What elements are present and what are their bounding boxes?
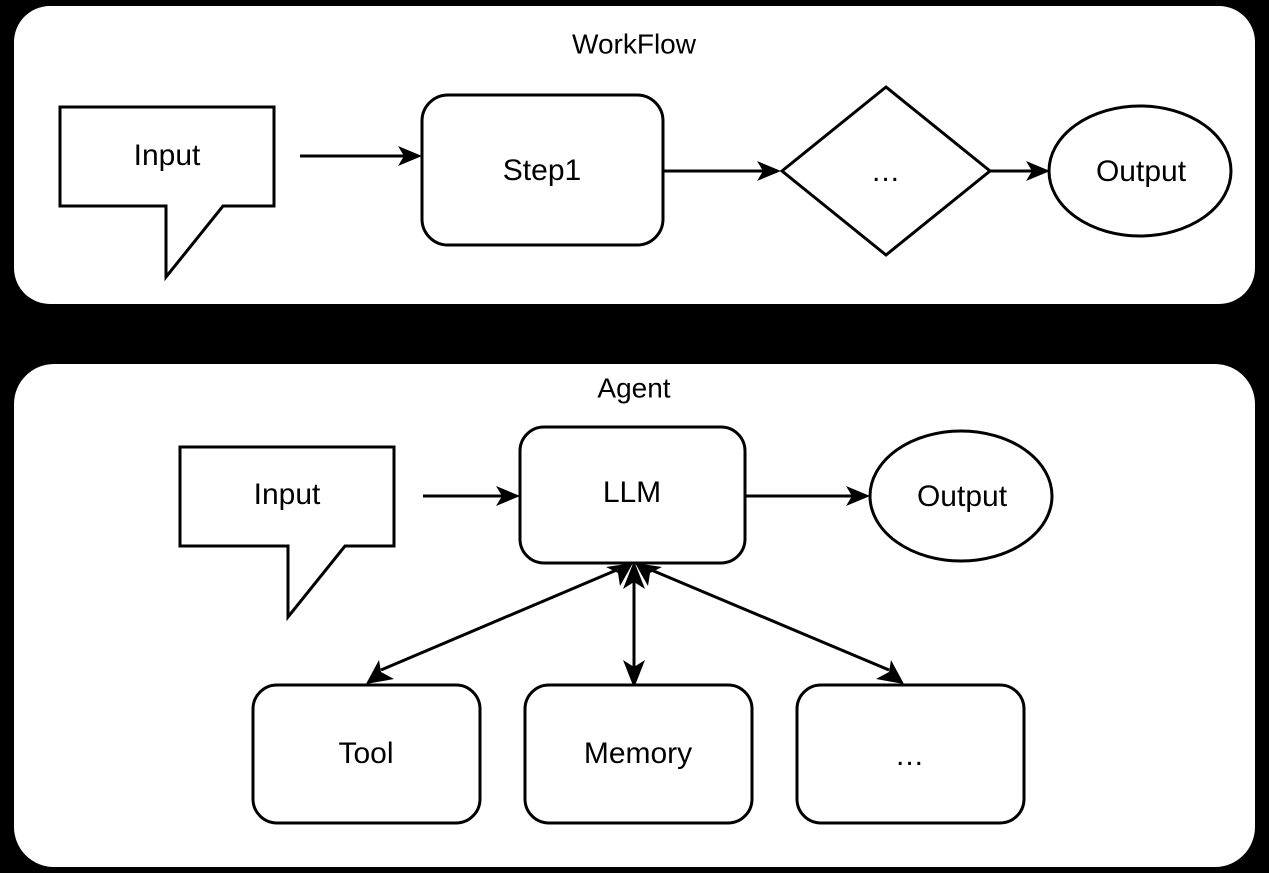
edge-line — [648, 567, 890, 672]
arrowhead-right-icon — [398, 146, 422, 166]
arrowhead-up-icon — [635, 563, 662, 586]
edge-wf-input-to-step1 — [300, 146, 422, 166]
edge-wf-more-to-output — [990, 161, 1050, 181]
rounded-rect-shape — [251, 683, 482, 825]
node-ag-output-label: Output — [917, 480, 1008, 513]
arrowhead-up-icon — [606, 563, 633, 586]
callout-shape — [58, 105, 276, 282]
node-wf-output[interactable]: Output — [1047, 104, 1233, 238]
arrowhead-down-icon — [366, 660, 394, 684]
node-ag-memory-label: Memory — [584, 737, 692, 770]
rounded-rect-shape — [523, 683, 754, 825]
arrowhead-down-icon — [623, 660, 645, 688]
node-wf-step1-label: Step1 — [503, 154, 581, 187]
panel-agent: Agent Input LLM Output — [14, 364, 1255, 867]
node-wf-input[interactable]: Input — [58, 105, 276, 282]
node-ag-tool[interactable]: Tool — [251, 683, 482, 825]
node-ag-more[interactable]: ... — [795, 683, 1026, 825]
edge-wf-step1-to-more — [663, 161, 781, 181]
panel-workflow: WorkFlow Input Step1 ... — [14, 6, 1255, 304]
arrowhead-down-icon — [876, 660, 904, 684]
agent-panel-title: Agent — [597, 372, 670, 403]
rounded-rect-shape — [795, 683, 1026, 825]
edge-ag-llm-to-output — [745, 486, 870, 506]
arrowhead-up-icon — [623, 561, 645, 589]
node-wf-more[interactable]: ... — [779, 85, 993, 257]
callout-shape — [178, 445, 396, 622]
edge-ag-llm-to-more — [635, 563, 904, 684]
node-wf-more-label: ... — [872, 155, 900, 188]
arrowhead-right-icon — [757, 161, 781, 181]
node-ag-more-label: ... — [896, 739, 924, 772]
node-ag-memory[interactable]: Memory — [523, 683, 754, 825]
node-ag-input-label: Input — [254, 478, 321, 511]
edge-ag-input-to-llm — [423, 486, 520, 506]
arrowhead-right-icon — [846, 486, 870, 506]
workflow-panel-title: WorkFlow — [572, 28, 697, 59]
node-ag-tool-label: Tool — [338, 737, 393, 770]
arrowhead-right-icon — [496, 486, 520, 506]
node-ag-llm[interactable]: LLM — [518, 425, 747, 565]
edge-ag-llm-to-memory — [623, 561, 645, 688]
node-ag-llm-label: LLM — [603, 476, 661, 509]
ellipse-shape — [868, 429, 1054, 563]
node-ag-output[interactable]: Output — [868, 429, 1054, 563]
node-wf-input-label: Input — [134, 139, 201, 172]
node-ag-input[interactable]: Input — [178, 445, 396, 622]
diamond-shape — [779, 85, 993, 257]
ellipse-shape — [1047, 104, 1233, 238]
node-wf-output-label: Output — [1096, 155, 1187, 188]
node-wf-step1[interactable]: Step1 — [420, 93, 665, 247]
edge-ag-llm-to-tool — [366, 563, 633, 684]
edge-line — [380, 567, 620, 672]
arrowhead-right-icon — [1026, 161, 1050, 181]
